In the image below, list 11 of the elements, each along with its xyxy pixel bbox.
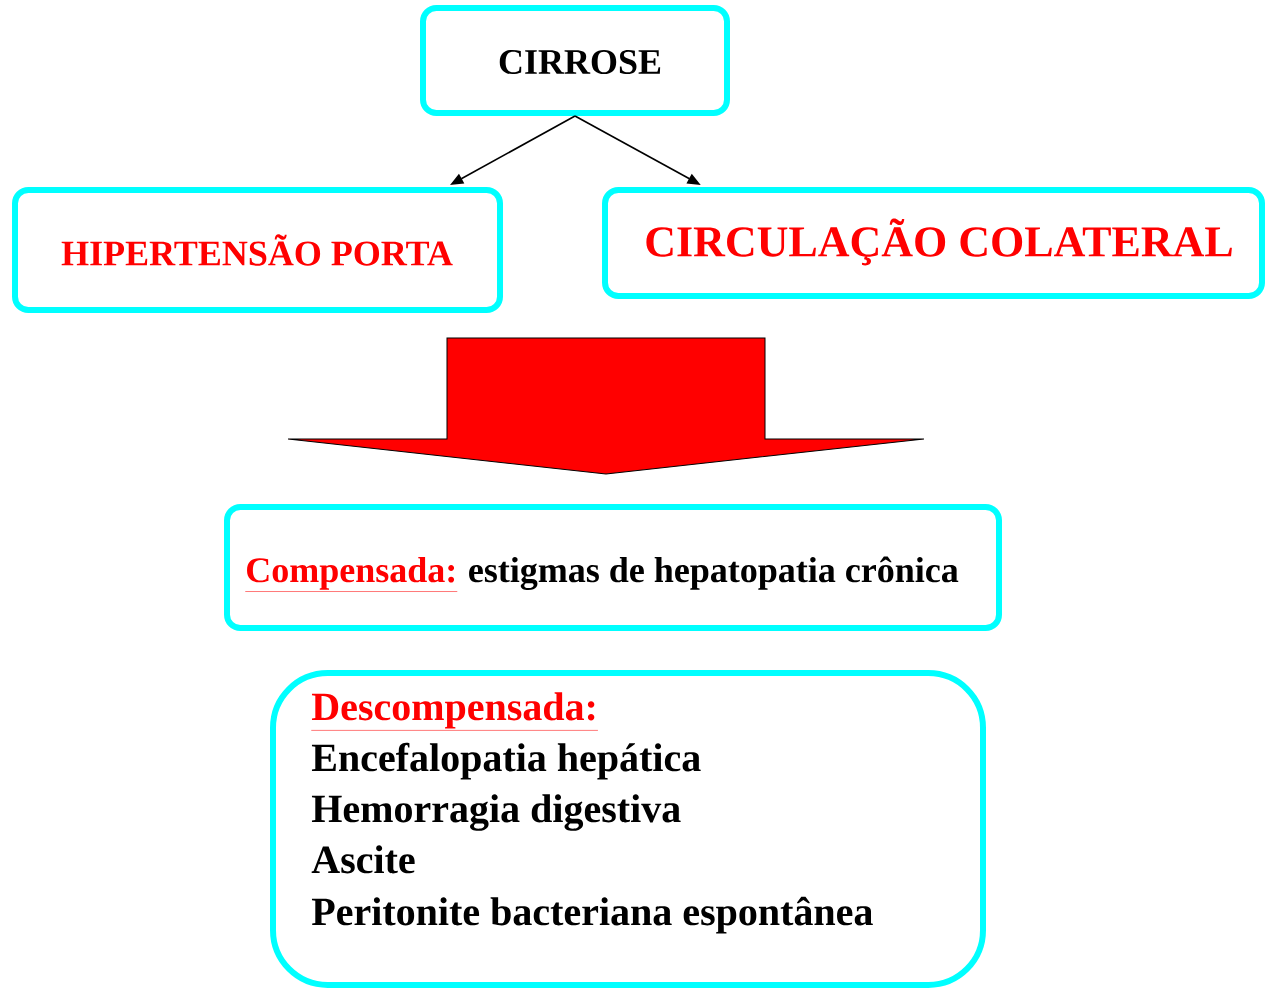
box-text: HIPERTENSÃO PORTA bbox=[61, 234, 453, 266]
box-text: CIRCULAÇÃO COLATERAL bbox=[646, 218, 1232, 266]
box-text: CIRROSE bbox=[499, 49, 661, 75]
block-arrow bbox=[287, 337, 925, 475]
box-text: Ascite bbox=[311, 845, 415, 874]
heading-text: Descompensada: bbox=[311, 692, 599, 731]
box-text: estigmas de hepatopatia crônica bbox=[469, 556, 959, 590]
heading-text: Compensada: bbox=[245, 557, 458, 592]
box-text: Encefalopatia hepática bbox=[311, 742, 701, 780]
box-text: Peritonite bacteriana espontânea bbox=[311, 896, 873, 934]
box-text: Hemorragia digestiva bbox=[311, 794, 681, 831]
